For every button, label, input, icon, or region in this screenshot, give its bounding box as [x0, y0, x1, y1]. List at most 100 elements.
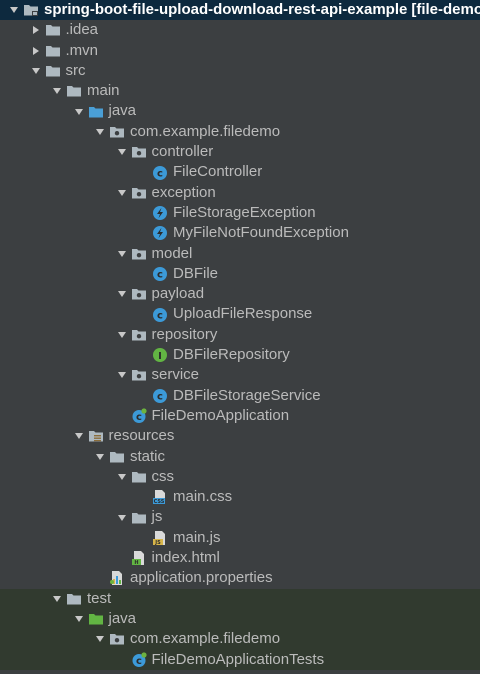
folder-icon — [44, 62, 62, 80]
folder-project-icon — [22, 1, 40, 19]
tree-node-label: test — [87, 589, 112, 607]
no-arrow-spacer — [135, 487, 151, 507]
tree-node-label: payload — [151, 285, 205, 303]
expanded-arrow-icon[interactable] — [71, 609, 87, 629]
tree-node[interactable]: c FileDemoApplication — [0, 406, 480, 426]
tree-node-label: .mvn — [65, 41, 99, 59]
tree-node-label: MyFileNotFoundException — [173, 224, 349, 242]
svg-text:JS: JS — [154, 540, 161, 546]
tree-node[interactable]: java — [0, 101, 480, 121]
properties-file-icon — [108, 569, 126, 587]
expanded-arrow-icon[interactable] — [92, 629, 108, 649]
tree-node-label: com.example.filedemo — [130, 122, 281, 140]
tree-node[interactable]: src — [0, 61, 480, 81]
package-icon — [130, 143, 148, 161]
tree-node[interactable]: resources — [0, 426, 480, 446]
tree-node-label: controller — [151, 143, 214, 161]
expanded-arrow-icon[interactable] — [71, 102, 87, 122]
tree-node-label: js — [151, 508, 163, 526]
tree-root-project[interactable]: spring-boot-file-upload-download-rest-ap… — [0, 0, 480, 21]
expanded-arrow-icon[interactable] — [114, 142, 130, 162]
expanded-arrow-icon[interactable] — [92, 122, 108, 142]
spring-boot-class-icon: c — [130, 407, 148, 425]
tree-node[interactable]: c DBFile — [0, 264, 480, 284]
folder-test-icon — [87, 610, 105, 628]
tree-node[interactable]: com.example.filedemo — [0, 629, 480, 650]
package-icon — [130, 245, 148, 263]
tree-node[interactable]: exception — [0, 183, 480, 203]
no-arrow-spacer — [135, 163, 151, 183]
svg-text:c: c — [157, 270, 163, 281]
folder-source-icon — [87, 103, 105, 121]
class-icon: c — [151, 265, 169, 283]
expanded-arrow-icon[interactable] — [114, 325, 130, 345]
collapsed-arrow-icon[interactable] — [28, 41, 44, 61]
tree-node[interactable]: static — [0, 447, 480, 467]
no-arrow-spacer — [135, 223, 151, 243]
expanded-arrow-icon[interactable] — [92, 447, 108, 467]
tree-node[interactable]: .mvn — [0, 41, 480, 61]
tree-node[interactable]: .idea — [0, 20, 480, 40]
no-arrow-spacer — [135, 386, 151, 406]
expanded-arrow-icon[interactable] — [6, 0, 22, 20]
folder-icon — [44, 21, 62, 39]
tree-node[interactable]: main — [0, 81, 480, 101]
js-file-icon: JS — [151, 529, 169, 547]
tree-node-label: com.example.filedemo — [130, 630, 281, 648]
expanded-arrow-icon[interactable] — [114, 284, 130, 304]
tree-node[interactable]: model — [0, 244, 480, 264]
tree-node-label: main.css — [173, 488, 233, 506]
package-icon — [108, 123, 126, 141]
tree-node[interactable]: java — [0, 608, 480, 630]
expanded-arrow-icon[interactable] — [114, 365, 130, 385]
tree-node-label: FileDemoApplication — [151, 406, 290, 424]
interface-icon: I — [151, 346, 169, 364]
tree-node[interactable]: controller — [0, 142, 480, 162]
expanded-arrow-icon[interactable] — [114, 244, 130, 264]
tree-node-label: spring-boot-file-upload-download-rest-ap… — [44, 1, 408, 18]
expanded-arrow-icon[interactable] — [114, 183, 130, 203]
tree-node[interactable]: css — [0, 467, 480, 487]
expanded-arrow-icon[interactable] — [114, 467, 130, 487]
tree-node[interactable]: test — [0, 588, 480, 609]
package-icon — [130, 285, 148, 303]
expanded-arrow-icon[interactable] — [49, 589, 65, 609]
no-arrow-spacer — [114, 650, 130, 670]
package-icon — [108, 630, 126, 648]
exception-class-icon — [151, 204, 169, 222]
folder-icon — [130, 468, 148, 486]
tree-node[interactable]: service — [0, 365, 480, 385]
svg-text:c: c — [157, 168, 163, 179]
tree-node-label: src — [65, 61, 86, 79]
collapsed-arrow-icon[interactable] — [28, 20, 44, 40]
tree-node[interactable]: js — [0, 507, 480, 527]
no-arrow-spacer — [92, 568, 108, 588]
tree-node[interactable]: repository — [0, 325, 480, 345]
tree-node-label: java — [108, 102, 137, 120]
tree-node-label: .idea — [65, 21, 99, 39]
tree-node[interactable]: MyFileNotFoundException — [0, 223, 480, 243]
tree-node-label: java — [108, 609, 137, 627]
tree-node[interactable]: application.properties — [0, 568, 480, 588]
class-icon: c — [151, 387, 169, 405]
tree-node-label: DBFile — [173, 264, 219, 282]
svg-text:c: c — [136, 656, 142, 667]
tree-node[interactable]: payload — [0, 284, 480, 304]
tree-node-label: repository — [151, 325, 218, 343]
expanded-arrow-icon[interactable] — [114, 508, 130, 528]
expanded-arrow-icon[interactable] — [28, 61, 44, 81]
expanded-arrow-icon[interactable] — [49, 81, 65, 101]
tree-node[interactable]: com.example.filedemo — [0, 122, 480, 142]
expanded-arrow-icon[interactable] — [71, 426, 87, 446]
svg-text:c: c — [136, 412, 142, 423]
tree-node[interactable]: FileStorageException — [0, 203, 480, 223]
